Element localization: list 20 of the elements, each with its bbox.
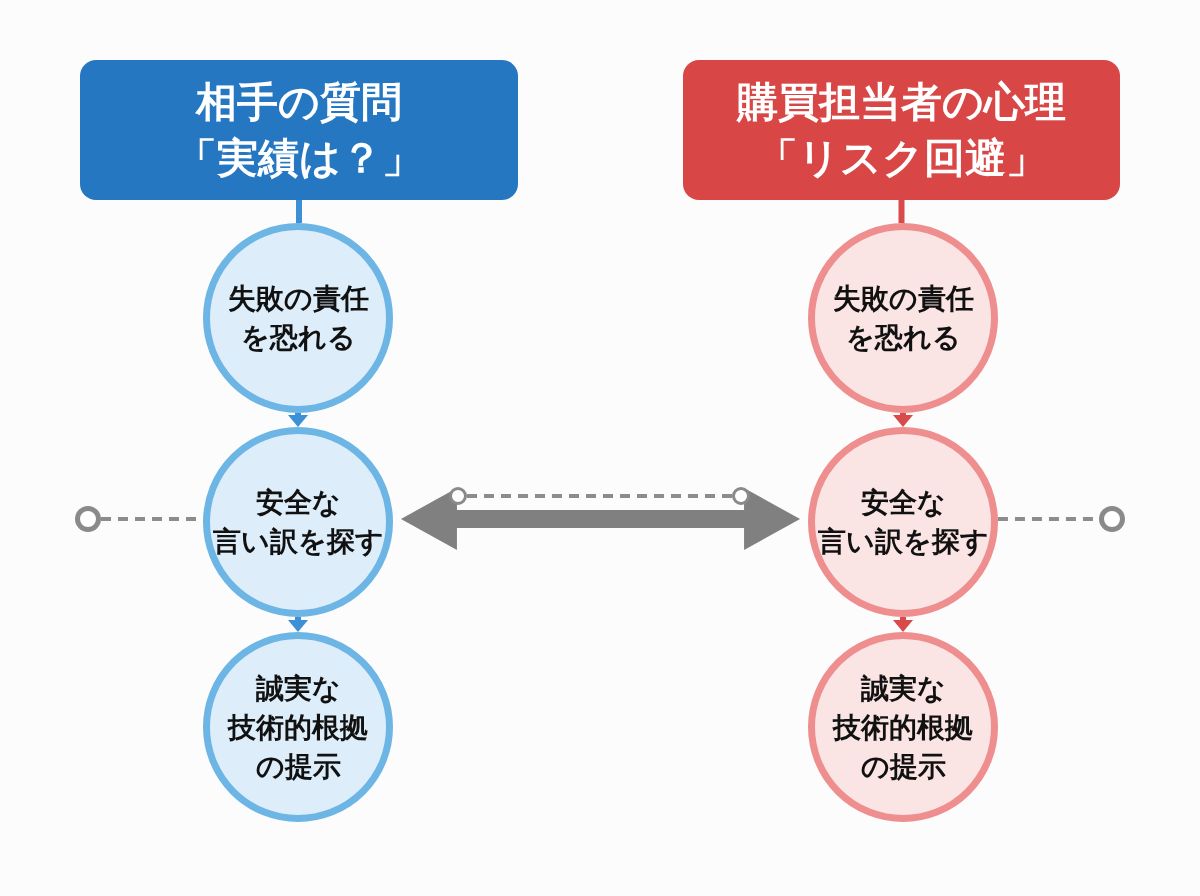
terminal-ring xyxy=(449,487,467,505)
arrow xyxy=(288,617,308,632)
arrow xyxy=(893,413,913,427)
connector-line xyxy=(898,200,905,223)
arrow xyxy=(893,617,913,632)
step-circle: 失敗の責任を恐れる xyxy=(203,223,393,413)
step-circle: 誠実な技術的根拠の提示 xyxy=(203,632,393,822)
header-box: 相手の質問「実績は？」 xyxy=(80,60,518,200)
step-circle: 安全な言い訳を探す xyxy=(203,427,393,617)
terminal-ring xyxy=(1099,506,1125,532)
connector-line xyxy=(296,200,302,223)
double-arrow xyxy=(400,488,801,550)
step-circle: 失敗の責任を恐れる xyxy=(808,223,998,413)
step-circle: 誠実な技術的根拠の提示 xyxy=(808,632,998,822)
header-box: 購買担当者の心理「リスク回避」 xyxy=(683,60,1120,200)
terminal-ring xyxy=(75,506,101,532)
step-circle: 安全な言い訳を探す xyxy=(808,427,998,617)
dashed-line xyxy=(467,494,732,498)
terminal-ring xyxy=(732,487,750,505)
arrow xyxy=(288,413,308,427)
